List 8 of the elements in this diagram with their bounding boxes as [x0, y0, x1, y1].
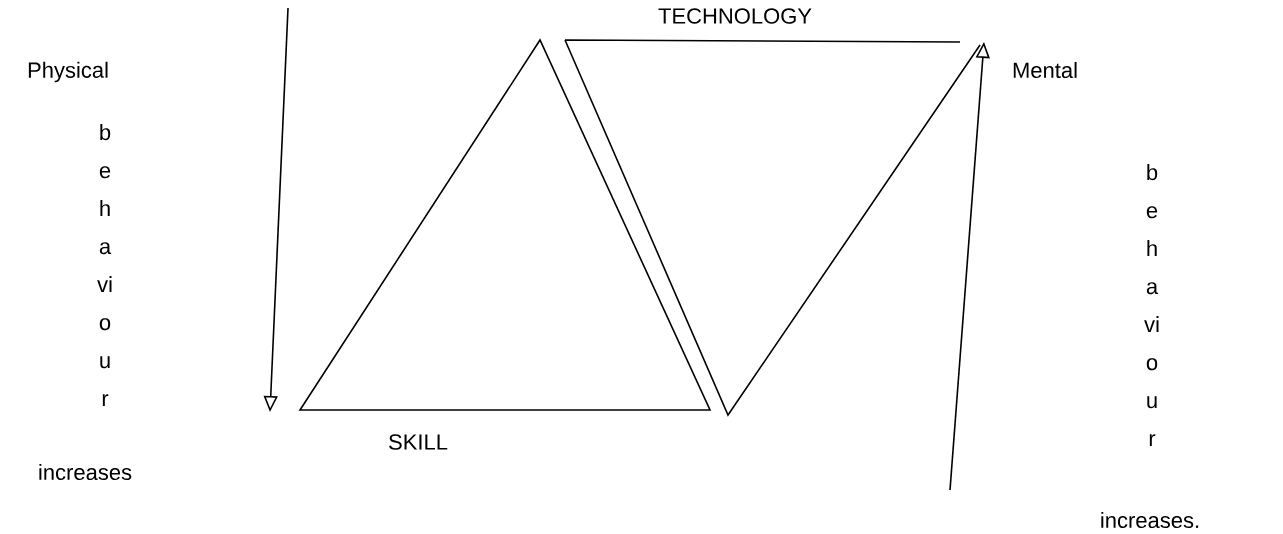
text-label: SKILL: [389, 434, 448, 450]
text-label: TECHNOLOGY: [658, 8, 812, 24]
text-label: increases: [39, 463, 132, 481]
vertical-label: behaviour: [1144, 164, 1159, 446]
text-label: increases.: [1101, 511, 1199, 529]
vertical-label: behaviour: [97, 124, 112, 406]
text-label: Mental: [1013, 61, 1077, 79]
text-label: Physical: [28, 61, 108, 83]
